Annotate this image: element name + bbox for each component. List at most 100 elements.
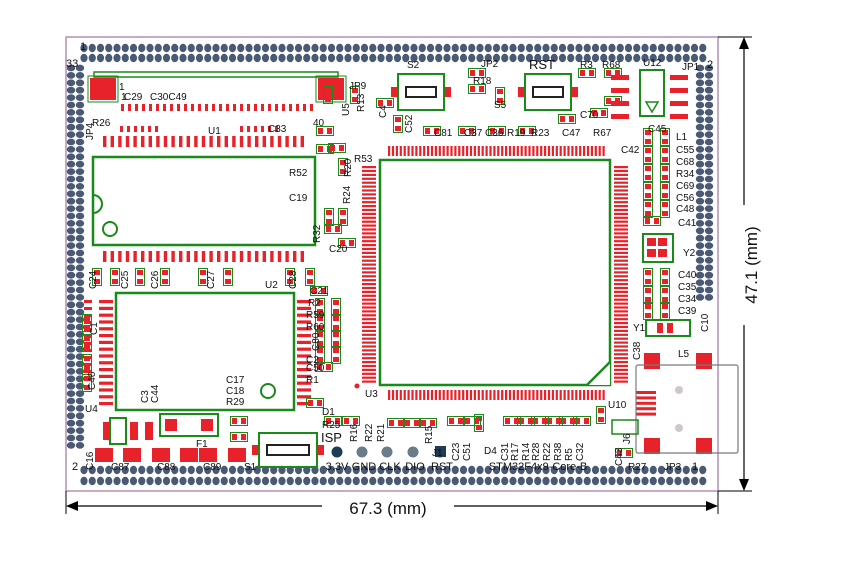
header-pin (75, 279, 85, 286)
header-pin (146, 465, 154, 475)
u1-pin (110, 251, 114, 262)
u3-pin (583, 146, 586, 156)
header-pin (75, 146, 85, 153)
u2-pin (99, 361, 113, 365)
smd-component-outline (92, 268, 102, 286)
smd-component-pad (449, 418, 454, 424)
usb-signal-pad (636, 412, 656, 416)
u3-pin (540, 390, 543, 400)
smd-component-pad (479, 70, 484, 76)
header-pin (695, 79, 705, 87)
header-pin (542, 53, 550, 63)
u1-pin (247, 251, 251, 262)
header-pin (66, 138, 76, 146)
header-pin (179, 53, 187, 63)
header-pin (695, 153, 705, 161)
header-pin (212, 53, 220, 63)
header-pin (377, 476, 385, 486)
u3-pin (551, 390, 554, 400)
u3-pin (362, 372, 376, 375)
header-pin (459, 465, 468, 475)
header-pin (66, 427, 76, 434)
smd-component-pad (325, 97, 331, 102)
u3-pin (362, 224, 376, 227)
smd-component-outline (660, 268, 670, 286)
u3-pin (567, 390, 570, 400)
header-pin (286, 43, 294, 53)
smd-component-pad (645, 166, 651, 171)
header-pin (649, 465, 657, 475)
s1-switch-pad (317, 445, 324, 455)
header-pin (96, 465, 105, 475)
header-pin (245, 53, 253, 63)
smd-component-pad (112, 270, 118, 275)
smd-component-pad (465, 418, 470, 424)
u3-pin (362, 166, 376, 169)
u12-outline (639, 69, 665, 117)
usb-hole (675, 386, 683, 394)
smd-component-pad (497, 89, 503, 94)
header-pin (550, 53, 558, 63)
header-pin (66, 271, 76, 279)
u1-pin1-circle (102, 221, 118, 237)
u3-pin (395, 390, 398, 400)
u3-pin (614, 364, 628, 368)
smd-component-pad (94, 279, 100, 284)
refdes-j6: J6 (622, 433, 633, 444)
bottom-pad (130, 422, 138, 440)
header-pin (75, 242, 85, 250)
fpc-pin (135, 104, 138, 111)
header-pin (704, 286, 714, 294)
r26-array-pad (141, 126, 144, 132)
smd-component-pad (645, 139, 651, 144)
u3-pin (614, 325, 628, 329)
header-pin (492, 43, 501, 53)
height-arrowhead-top (739, 37, 749, 49)
smd-component-outline (331, 330, 341, 348)
u10-part-outline (611, 419, 639, 435)
smd-component-pad (505, 418, 510, 424)
r26-array-pad (148, 126, 151, 132)
refdes-c42: C42 (621, 145, 640, 156)
refdes-r3: R3 (580, 60, 593, 71)
u3-pin (391, 390, 395, 400)
header-pin (294, 43, 303, 53)
header-pin (704, 279, 714, 286)
header-pin (402, 465, 410, 475)
smd-component-pad (645, 270, 651, 275)
u1-pin (247, 136, 251, 147)
header-label: RST (431, 461, 453, 473)
u3-pin (614, 205, 628, 208)
smd-component-pad (225, 279, 231, 284)
u4-pin (84, 363, 92, 366)
header-pin (146, 53, 154, 63)
header-pin (704, 227, 714, 235)
u3-pin (528, 146, 531, 156)
smd-component-pad (84, 385, 90, 390)
smd-component-outline (643, 268, 653, 286)
smd-component-pad (327, 128, 332, 134)
u3-pin (501, 390, 504, 400)
smd-component-pad (307, 270, 313, 275)
fpc-pin (198, 104, 201, 111)
u4-pin (84, 342, 92, 345)
smd-component-pad (662, 193, 668, 198)
u1-pin (201, 251, 206, 262)
header-pin (575, 43, 583, 53)
u3-pin (614, 380, 628, 383)
header-pin (204, 476, 212, 486)
header-pin (66, 197, 76, 205)
smd-component-pad (232, 418, 237, 424)
u3-pin (362, 279, 376, 282)
smd-component-pad (662, 297, 668, 302)
header-pin (179, 476, 187, 486)
header-pin (303, 43, 311, 53)
refdes-r34: R34 (676, 169, 695, 180)
u1-pin (285, 136, 289, 147)
header-pin (75, 257, 85, 264)
fpc-pin (268, 104, 271, 111)
header-pin (138, 465, 146, 475)
header-pin (66, 86, 76, 94)
u3-pin (362, 201, 376, 204)
